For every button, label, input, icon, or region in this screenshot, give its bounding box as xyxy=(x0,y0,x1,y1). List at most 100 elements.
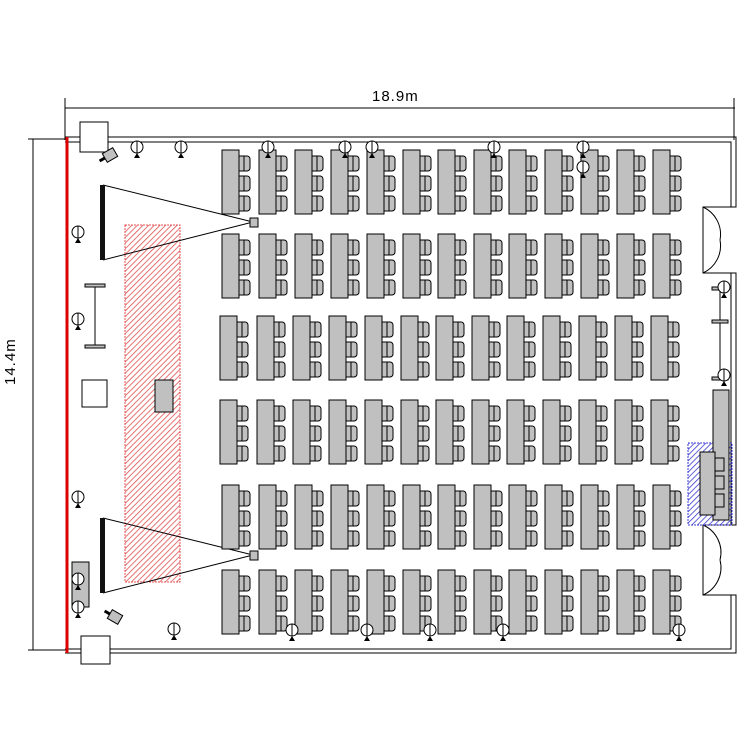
speaker-base xyxy=(721,381,727,386)
desk-unit xyxy=(471,315,501,381)
desk-unit xyxy=(221,233,251,299)
desk xyxy=(473,484,492,550)
desk xyxy=(616,484,635,550)
desk xyxy=(437,233,456,299)
desk-unit xyxy=(256,399,286,465)
speaker-base xyxy=(75,325,81,330)
desk-unit xyxy=(294,484,324,550)
desk xyxy=(473,569,492,635)
desk xyxy=(330,569,349,635)
desk-unit xyxy=(400,315,430,381)
desk xyxy=(292,399,311,465)
desk-unit xyxy=(544,569,574,635)
desk xyxy=(580,569,599,635)
desk xyxy=(258,484,277,550)
desk-unit xyxy=(330,233,360,299)
desk xyxy=(256,399,275,465)
desk-unit xyxy=(650,399,680,465)
projection-screen xyxy=(100,518,105,593)
desk xyxy=(616,569,635,635)
desk xyxy=(471,315,490,381)
desk xyxy=(614,399,633,465)
speaker-base xyxy=(580,153,586,158)
width-dimension-label: 18.9m xyxy=(372,88,419,105)
desk xyxy=(652,233,671,299)
desk-unit xyxy=(258,149,288,215)
speaker-base xyxy=(364,636,370,641)
desk-unit xyxy=(328,399,358,465)
desk xyxy=(580,484,599,550)
desk xyxy=(400,315,419,381)
desk xyxy=(473,149,492,215)
desk-unit xyxy=(221,569,251,635)
desk xyxy=(400,399,419,465)
desk xyxy=(652,569,671,635)
speaker-base xyxy=(75,503,81,508)
desk-unit xyxy=(473,569,503,635)
desk xyxy=(402,149,421,215)
desk xyxy=(364,315,383,381)
speaker-base xyxy=(369,153,375,158)
desk-unit xyxy=(544,149,574,215)
desk xyxy=(508,149,527,215)
reception-desk xyxy=(699,451,716,516)
desk-unit xyxy=(652,569,682,635)
speaker-base xyxy=(500,636,506,641)
desk xyxy=(219,315,238,381)
desk xyxy=(508,569,527,635)
desk xyxy=(258,149,277,215)
speaker-icon xyxy=(71,490,85,508)
stand-bar xyxy=(84,344,106,349)
desk-unit xyxy=(508,569,538,635)
desk xyxy=(328,399,347,465)
speaker-icon xyxy=(423,623,437,641)
desk-unit xyxy=(578,315,608,381)
desk-unit xyxy=(437,569,467,635)
desk xyxy=(258,233,277,299)
desk-unit xyxy=(614,399,644,465)
desk xyxy=(328,315,347,381)
projector xyxy=(249,550,259,561)
desk xyxy=(652,149,671,215)
desk xyxy=(542,399,561,465)
speaker-base xyxy=(289,636,295,641)
speaker-icon xyxy=(717,368,731,386)
desk-unit xyxy=(473,233,503,299)
desk xyxy=(256,315,275,381)
speaker-icon xyxy=(130,140,144,158)
desk xyxy=(366,233,385,299)
speaker-icon xyxy=(576,140,590,158)
desk xyxy=(437,149,456,215)
desk xyxy=(544,233,563,299)
desk-unit xyxy=(221,149,251,215)
desk xyxy=(652,484,671,550)
speaker-icon xyxy=(167,622,181,640)
desk xyxy=(578,399,597,465)
desk-unit xyxy=(542,315,572,381)
speaker-icon xyxy=(717,280,731,298)
desk xyxy=(542,315,561,381)
desk-unit xyxy=(616,569,646,635)
desk xyxy=(221,233,240,299)
desk xyxy=(437,484,456,550)
desk-unit xyxy=(652,233,682,299)
chair xyxy=(714,475,725,490)
desk xyxy=(471,399,490,465)
desk-unit xyxy=(435,399,465,465)
desk xyxy=(580,149,599,215)
speaker-icon xyxy=(261,140,275,158)
camera xyxy=(103,608,124,626)
desk xyxy=(330,484,349,550)
speaker-base xyxy=(580,173,586,178)
desk xyxy=(221,569,240,635)
desk xyxy=(580,233,599,299)
desk xyxy=(435,399,454,465)
desk xyxy=(364,399,383,465)
desk xyxy=(294,149,313,215)
desk-unit xyxy=(437,149,467,215)
speaker-icon xyxy=(576,160,590,178)
desk-unit xyxy=(544,233,574,299)
outer-wall xyxy=(65,136,737,654)
desk xyxy=(437,569,456,635)
